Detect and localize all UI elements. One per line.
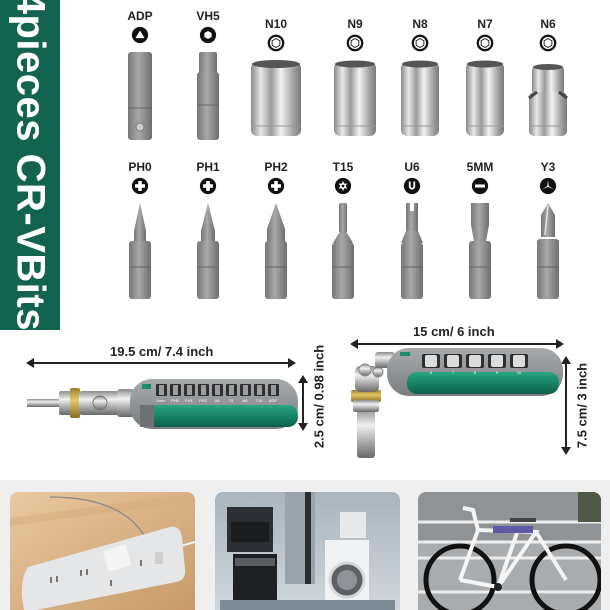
- bit-label: PH1: [196, 160, 220, 174]
- socket-n8: N8: [385, 17, 455, 138]
- bit-label: N6: [540, 17, 556, 31]
- bit-adp: ADP: [105, 9, 175, 145]
- phillips-bit-image: [197, 203, 219, 299]
- phillips-bit-image: [129, 203, 151, 299]
- tri-wing-icon: [539, 177, 557, 195]
- phillips-bit-image: [265, 203, 287, 299]
- triangle-drive-icon: [131, 26, 149, 44]
- socket-image: [401, 60, 439, 136]
- bit-label: PH2: [264, 160, 288, 174]
- socket-image: [251, 60, 301, 136]
- angled-height-label: 7.5 cm/ 3 inch: [574, 362, 590, 449]
- socket-image: [528, 64, 568, 136]
- socket-n7: N7: [450, 17, 520, 138]
- angled-length-arrow: [350, 339, 564, 349]
- hex-drive-icon: [199, 26, 217, 44]
- power-strip-image: [10, 492, 195, 610]
- slot-label: U6: [214, 398, 220, 403]
- bit-ph2: PH2: [241, 160, 311, 301]
- straight-diameter-label: 2.5 cm/ 0.98 inch: [311, 344, 327, 449]
- angled-height-arrow: [561, 356, 571, 455]
- tri-wing-bit-image: [537, 203, 559, 299]
- angled-screwdriver-image: 6 7 8 9 10: [351, 348, 563, 458]
- bit-label: PH0: [128, 160, 152, 174]
- phillips-icon: [131, 177, 149, 195]
- phillips-icon: [199, 177, 217, 195]
- socket-image: [466, 60, 504, 136]
- hex-bit-image: [197, 52, 219, 140]
- scene-power-strip: [10, 492, 195, 610]
- diameter-arrow: [298, 375, 308, 431]
- bit-label: N10: [264, 17, 287, 31]
- bit-label: U6: [404, 160, 420, 174]
- bit-label: N7: [477, 17, 493, 31]
- slot-label: PH0: [171, 398, 180, 403]
- socket-n9: N9: [320, 17, 390, 138]
- slot-label: PH1: [185, 398, 194, 403]
- hex-socket-icon: [476, 34, 494, 52]
- slotted-icon: [471, 177, 489, 195]
- angled-length-label: 15 cm/ 6 inch: [413, 324, 495, 339]
- slot-label: T5: [229, 398, 234, 403]
- slot-label: ADP: [269, 398, 278, 403]
- slot-label: PH2: [199, 398, 208, 403]
- torx-bit-image: [332, 203, 354, 299]
- bit-label: VH5: [196, 9, 220, 23]
- u-bit-image: [401, 203, 423, 299]
- hex-socket-icon: [346, 34, 364, 52]
- socket-n6: N6: [513, 17, 583, 138]
- slot-label: 6: [430, 370, 433, 375]
- bit-vh5: VH5: [173, 9, 243, 145]
- banner-title: 14pieces CR-VBits: [8, 0, 53, 330]
- bit-label: N8: [412, 17, 428, 31]
- socket-n10: N10: [241, 17, 311, 138]
- scene-bicycle: [418, 492, 601, 610]
- slot-label: N6: [242, 398, 248, 403]
- slot-label: T15: [256, 398, 264, 403]
- phillips-icon: [267, 177, 285, 195]
- slot-label: 5mm: [157, 398, 167, 403]
- slot-label: 8: [474, 370, 477, 375]
- bit-y3: Y3: [513, 160, 583, 301]
- hex-socket-icon: [539, 34, 557, 52]
- bit-5mm: 5MM: [445, 160, 515, 301]
- straight-length-label: 19.5 cm/ 7.4 inch: [110, 344, 214, 359]
- slot-label: 7: [452, 370, 455, 375]
- scene-home-appliances: [215, 492, 400, 610]
- bit-label: ADP: [127, 9, 153, 23]
- slot-label: 9: [496, 370, 499, 375]
- hex-socket-icon: [267, 34, 285, 52]
- u-drive-icon: [403, 177, 421, 195]
- bit-label: T15: [332, 160, 354, 174]
- home-appliances-image: [215, 492, 400, 610]
- adapter-bit-image: [128, 52, 152, 140]
- bit-label: 5MM: [466, 160, 494, 174]
- socket-image: [334, 60, 376, 136]
- bit-ph1: PH1: [173, 160, 243, 301]
- hex-socket-icon: [411, 34, 429, 52]
- slotted-bit-image: [469, 203, 491, 299]
- bicycle-image: [418, 492, 601, 610]
- bit-label: N9: [347, 17, 363, 31]
- torx-icon: [334, 177, 352, 195]
- bit-label: Y3: [540, 160, 556, 174]
- bit-u6: U6: [377, 160, 447, 301]
- slot-label: 10: [517, 370, 522, 375]
- title-banner: 14pieces CR-VBits: [0, 0, 60, 330]
- bit-t15: T15: [308, 160, 378, 301]
- usage-scenes-band: [0, 480, 610, 610]
- straight-screwdriver-image: 5mm PH0 PH1 PH2 U6 T5 N6 T15 ADP: [27, 379, 298, 429]
- bit-ph0: PH0: [105, 160, 175, 301]
- length-arrow: [26, 358, 296, 368]
